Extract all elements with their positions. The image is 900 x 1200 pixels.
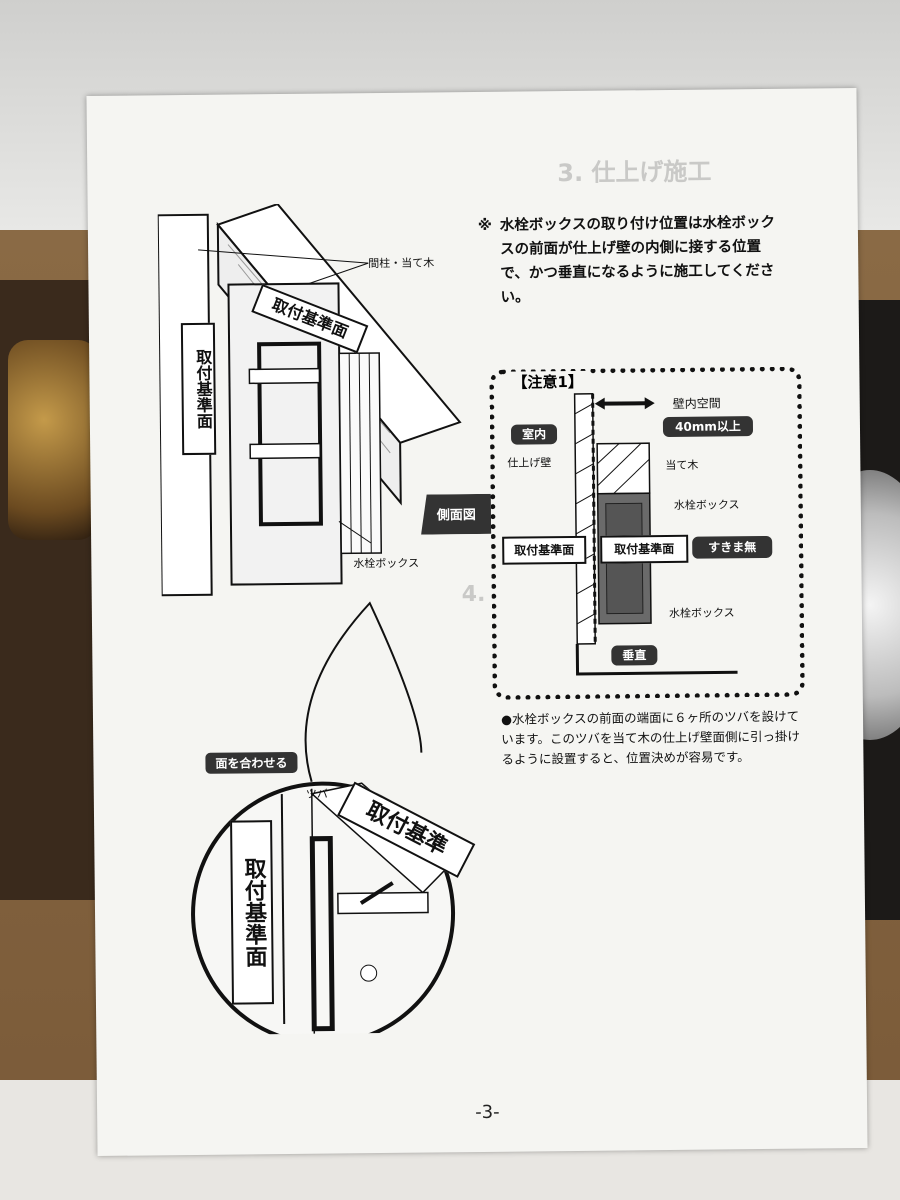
- flange-bullet-text: ●水栓ボックスの前面の端面に６ヶ所のツバを設けています。このツバを当て木の仕上げ…: [500, 708, 801, 767]
- side-view-label: 側面図: [436, 508, 476, 524]
- note-text: 水栓ボックスの取り付け位置は水栓ボックスの前面が仕上げ壁の内側に接する位置で、か…: [499, 214, 775, 306]
- note-mark: ※: [477, 217, 493, 234]
- ref-plane-left-tag: 取付基準面: [180, 322, 217, 456]
- no-gap-badge: すきま無: [692, 535, 773, 559]
- indoor-badge: 室内: [510, 424, 558, 445]
- show-through-heading: 3. 仕上げ施工: [557, 157, 712, 188]
- magnified-detail: [191, 601, 456, 1036]
- batten-label: 当て木: [665, 458, 699, 473]
- finish-wall-label: 仕上げ壁: [507, 456, 552, 470]
- vertical-badge: 垂直: [611, 645, 658, 666]
- box-upper-label: 水栓ボックス: [673, 498, 740, 512]
- caution-box: 【注意1】 壁内空間 40mm以上 室内 仕上げ壁 当て木 水栓ボックス: [489, 366, 805, 700]
- box-label-main: 水栓ボックス: [353, 556, 420, 571]
- wall-space-label: 壁内空間: [672, 396, 721, 411]
- min-gap-badge: 40mm以上: [662, 416, 754, 438]
- ref-left-arrow: 取付基準面: [502, 535, 587, 565]
- box-lower-label: 水栓ボックス: [668, 606, 735, 620]
- placement-note: ※ 水栓ボックスの取り付け位置は水栓ボックスの前面が仕上げ壁の内側に接する位置で…: [478, 211, 786, 310]
- page-number: -3-: [475, 1101, 500, 1124]
- ref-right-arrow: 取付基準面: [600, 534, 689, 564]
- flange-label: ツバ: [305, 787, 328, 801]
- magnified-ref-vertical: 取付基準面: [230, 820, 274, 1005]
- instruction-sheet: 3. 仕上げ施工 4. 間柱・当て木 取付基準面 取付基準面 水栓ボックス 側面…: [86, 87, 868, 1157]
- stud-label: 間柱・当て木: [368, 256, 435, 271]
- brass-fitting: [8, 340, 98, 540]
